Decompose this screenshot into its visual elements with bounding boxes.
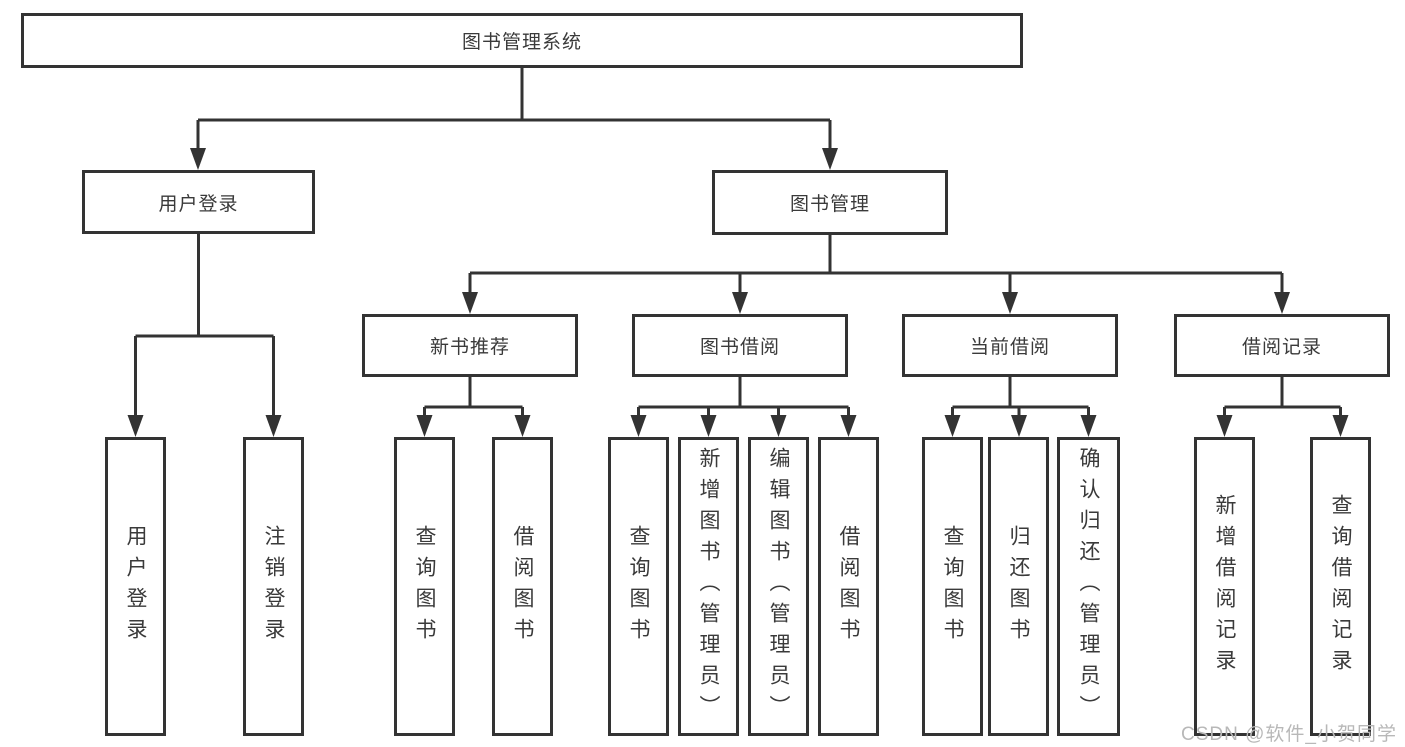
node-current-borrowing: 当前借阅 (902, 314, 1118, 377)
leaf-edit-book-admin: 编辑图书（管理员） (748, 437, 809, 736)
leaf-return-book: 归还图书 (988, 437, 1049, 736)
node-label: 新书推荐 (429, 337, 510, 358)
leaf-label: 编辑图书（管理员） (767, 447, 790, 726)
leaf-logout: 注销登录 (243, 437, 304, 736)
node-new-book-recommend: 新书推荐 (362, 314, 578, 377)
leaf-query-borrow-record: 查询借阅记录 (1310, 437, 1371, 736)
leaf-label: 注销登录 (262, 524, 285, 649)
leaf-label: 归还图书 (1007, 524, 1030, 649)
node-library-management-system: 图书管理系统 (21, 13, 1023, 68)
leaf-label: 借阅图书 (511, 524, 534, 649)
node-borrowing-records: 借阅记录 (1174, 314, 1390, 377)
leaf-label: 借阅图书 (837, 524, 860, 649)
node-label: 借阅记录 (1241, 337, 1322, 358)
node-user-login: 用户登录 (82, 170, 315, 234)
leaf-user-login: 用户登录 (105, 437, 166, 736)
leaf-label: 查询图书 (941, 524, 964, 649)
leaf-query-book-current: 查询图书 (922, 437, 983, 736)
node-label: 图书管理 (789, 194, 870, 215)
leaf-add-book-admin: 新增图书（管理员） (678, 437, 739, 736)
leaf-label: 用户登录 (124, 524, 147, 649)
node-label: 图书管理系统 (461, 32, 582, 53)
leaf-add-borrow-record: 新增借阅记录 (1194, 437, 1255, 736)
leaf-label: 查询图书 (627, 524, 650, 649)
csdn-watermark: CSDN @软件_小贺同学 (1181, 724, 1397, 745)
leaf-label: 查询借阅记录 (1329, 493, 1352, 680)
node-label: 用户登录 (158, 193, 239, 215)
leaf-borrow-book-recommend: 借阅图书 (492, 437, 553, 736)
leaf-borrow-book: 借阅图书 (818, 437, 879, 736)
arrowhead-icons (127, 148, 1349, 437)
node-label: 当前借阅 (969, 337, 1050, 358)
node-book-management: 图书管理 (712, 170, 948, 235)
leaf-label: 新增借阅记录 (1213, 493, 1236, 680)
leaf-confirm-return-admin: 确认归还（管理员） (1057, 437, 1120, 736)
leaf-query-book-borrow: 查询图书 (608, 437, 669, 736)
leaf-label: 新增图书（管理员） (697, 447, 720, 726)
leaf-label: 查询图书 (413, 524, 436, 649)
leaf-label: 确认归还（管理员） (1077, 447, 1100, 726)
leaf-query-book-recommend: 查询图书 (394, 437, 455, 736)
node-label: 图书借阅 (699, 337, 780, 358)
node-book-borrowing: 图书借阅 (632, 314, 848, 377)
